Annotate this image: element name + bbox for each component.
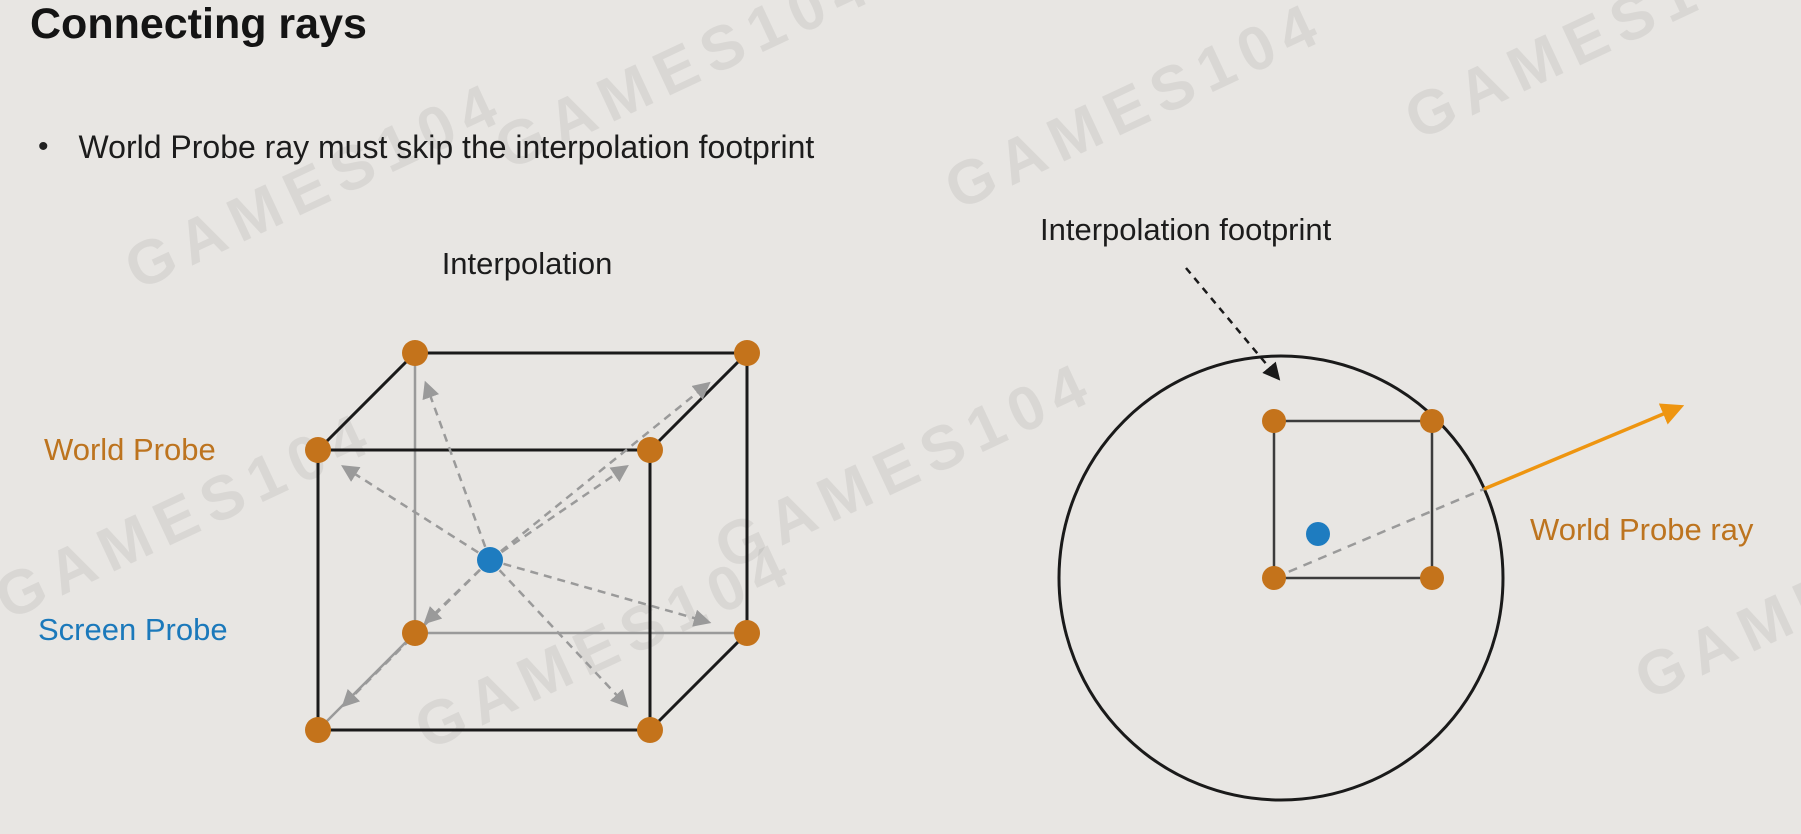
page-title: Connecting rays xyxy=(30,0,367,48)
interpolation-footprint-label: Interpolation footprint xyxy=(1040,212,1332,247)
interpolation-footprint-diagram xyxy=(1057,267,1685,802)
world-probe-ray-arrow xyxy=(1483,403,1685,491)
world-probe-dot xyxy=(1420,566,1444,590)
interpolation-ray-arrows xyxy=(341,380,712,708)
world-probe-ray-dashed-segment xyxy=(1273,487,1485,580)
world-probe-ray-label: World Probe ray xyxy=(1530,512,1754,547)
world-probe-dot xyxy=(637,717,663,743)
interpolation-label: Interpolation xyxy=(441,246,613,281)
bullet-marker: • xyxy=(38,130,49,163)
cube-edges xyxy=(316,351,751,732)
world-probe-dot xyxy=(1420,409,1444,433)
footprint-pointer-arrow xyxy=(1185,267,1281,381)
bullet-text: World Probe ray must skip the interpolat… xyxy=(78,129,815,165)
world-probe-label: World Probe xyxy=(44,432,216,467)
interpolation-footprint-circle xyxy=(1057,354,1505,802)
screen-probe-label: Screen Probe xyxy=(38,612,228,647)
world-probe-dot xyxy=(402,340,428,366)
bullet-item: • World Probe ray must skip the interpol… xyxy=(38,126,814,168)
cube-hidden-edges xyxy=(317,353,747,731)
interpolation-cube-diagram xyxy=(305,340,760,743)
world-probe-dot xyxy=(402,620,428,646)
world-probe-dot xyxy=(305,437,331,463)
world-probe-dot xyxy=(734,340,760,366)
screen-probe-dot xyxy=(477,547,503,573)
probe-cell-square xyxy=(1272,419,1434,580)
world-probe-dot xyxy=(734,620,760,646)
world-probe-dot xyxy=(1262,409,1286,433)
world-probe-dot xyxy=(637,437,663,463)
world-probe-dot xyxy=(305,717,331,743)
screen-probe-dot xyxy=(1306,522,1330,546)
world-probe-dot xyxy=(1262,566,1286,590)
